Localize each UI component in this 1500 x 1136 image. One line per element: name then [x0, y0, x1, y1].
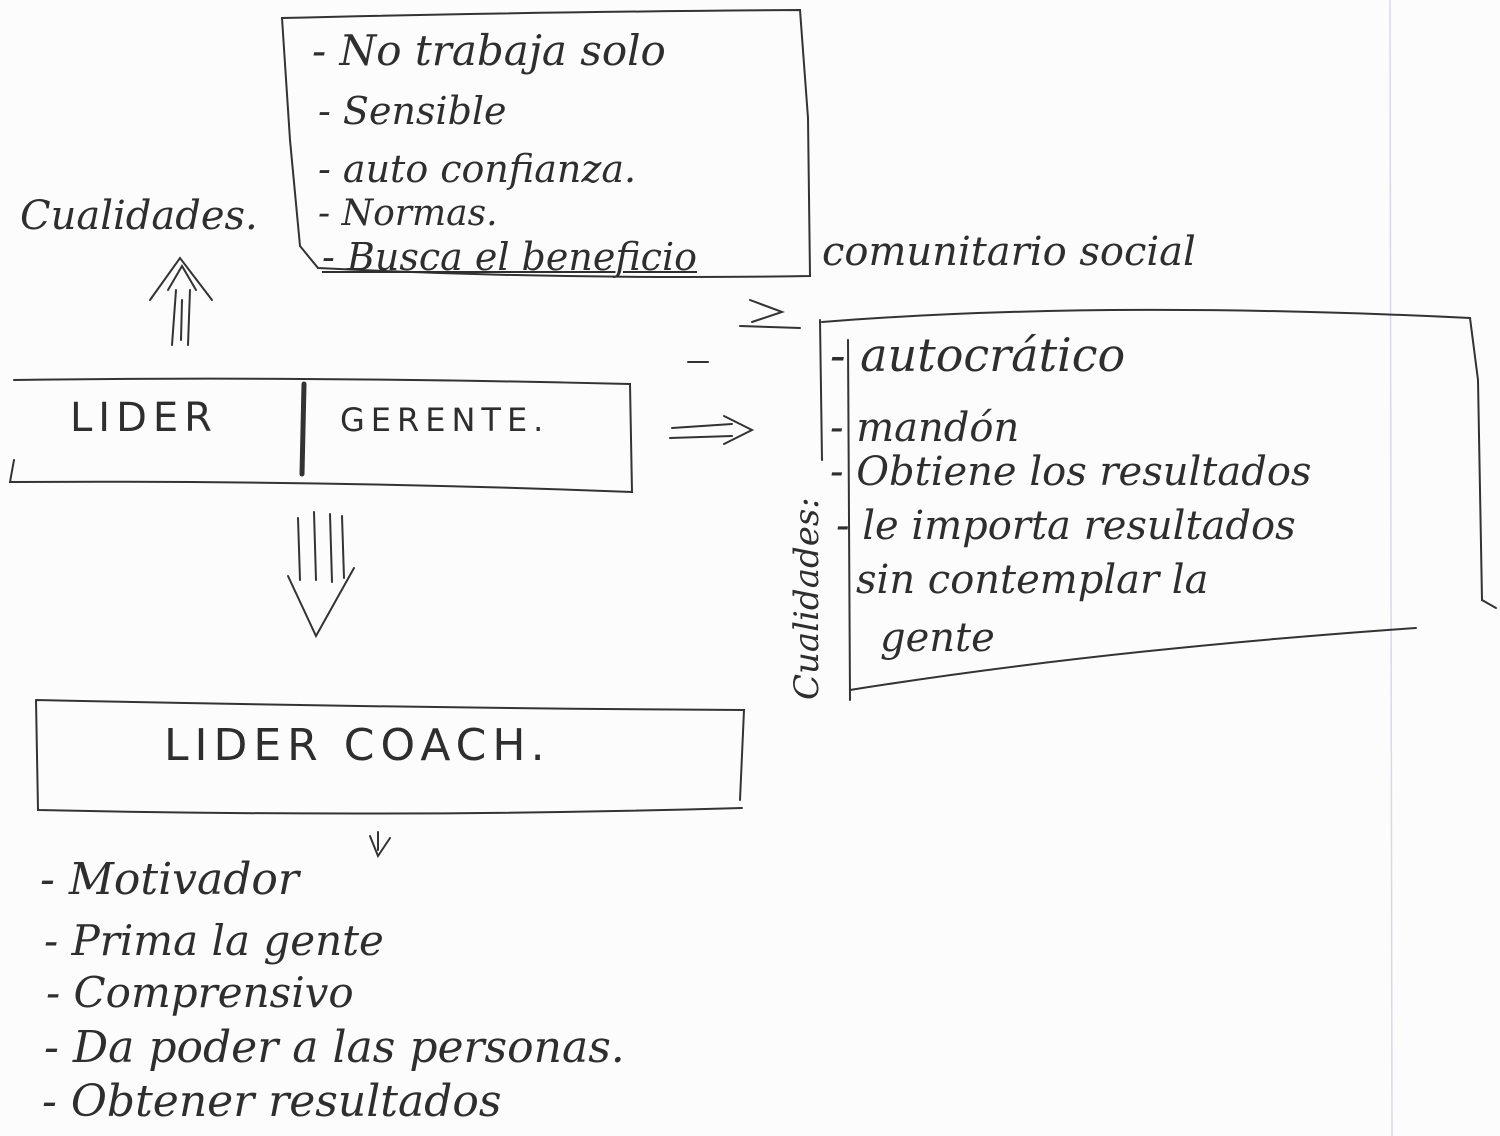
page-margin-line	[1389, 0, 1393, 1136]
right-box-item-4: - le importa resultados	[836, 503, 1296, 549]
arrow-up-shaft	[171, 289, 177, 346]
small-arrow-right	[739, 299, 801, 329]
cualidades-label-left: Cualidades.	[20, 193, 258, 239]
bottom-list-item-3: - Comprensivo	[46, 968, 354, 1017]
right-box-outline	[821, 308, 1497, 701]
bottom-list-item-1: - Motivador	[40, 854, 299, 905]
bottom-box-outline	[35, 699, 746, 815]
top-box-item-3: - auto confianza.	[318, 147, 637, 191]
arrow-down-head	[287, 567, 355, 639]
top-box-item-1: - No trabaja solo	[312, 26, 666, 75]
right-box-item-6: gente	[880, 615, 995, 661]
top-box-item-2: - Sensible	[318, 89, 507, 133]
right-box-item-5: sin contemplar la	[856, 557, 1209, 603]
bottom-list-item-5: - Obtener resultados	[42, 1076, 502, 1127]
cualidades-label-right: Cualidades:	[787, 497, 827, 700]
bottom-box-lider-coach: LIDER COACH.	[164, 720, 551, 771]
arrow-right-head	[723, 415, 755, 445]
top-box-item-5: - Busca el beneficio	[322, 235, 697, 279]
small-arrow-down	[369, 831, 391, 859]
center-box-divider	[299, 381, 307, 477]
right-box-item-3: - Obtiene los resultados	[830, 449, 1312, 495]
center-box-gerente: GERENTE.	[340, 401, 550, 439]
center-box-lider: LIDER	[70, 395, 218, 441]
arrow-down-shaft	[297, 511, 345, 583]
arrow-up-head	[149, 256, 213, 301]
bottom-list-item-2: - Prima la gente	[44, 916, 384, 965]
bottom-list-item-4: - Da poder a las personas.	[44, 1022, 625, 1073]
right-box-item-1: - autocrático	[830, 328, 1126, 382]
arrow-right-shaft	[669, 423, 733, 439]
top-box-continuation: comunitario social	[822, 229, 1196, 275]
right-box-item-2: - mandón	[830, 405, 1020, 451]
top-box-outline	[280, 8, 812, 278]
center-box-outline	[8, 377, 634, 494]
top-box-item-4: - Normas.	[318, 193, 498, 234]
